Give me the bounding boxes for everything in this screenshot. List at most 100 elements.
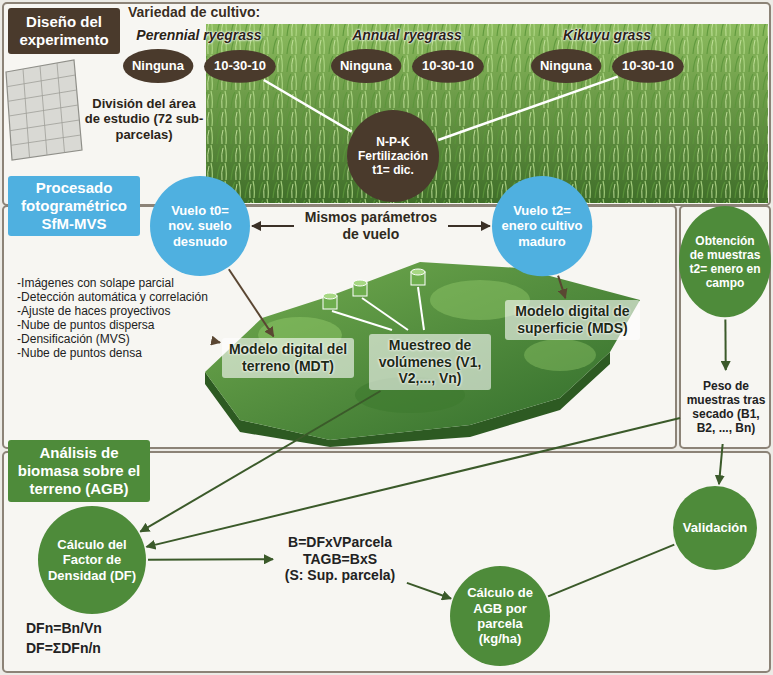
cylinder-top bbox=[353, 280, 367, 286]
terrain-hill bbox=[524, 339, 596, 371]
circle-fill bbox=[412, 50, 484, 83]
node-text: -Ajuste de haces proyectivos bbox=[17, 304, 208, 318]
text-group: Cálculo de AGB por parcela(kg/ha) bbox=[455, 585, 545, 646]
node-text: B=DFxVParcela bbox=[285, 534, 395, 551]
text-group: Análisis de biomasa sobre el terreno (AG… bbox=[13, 444, 145, 497]
validation-circle: Validación bbox=[673, 486, 757, 570]
text-group: Ninguna bbox=[340, 58, 392, 73]
node-text: Procesado fotogramétrico SfM-MVS bbox=[12, 179, 136, 232]
variety-name: Kikuyu grass bbox=[527, 27, 687, 44]
text-group: Muestreo de volúmenes (V1, V2,..., Vn) bbox=[372, 337, 488, 387]
node-text: Obtención de muestras t2= enero en campo bbox=[687, 234, 763, 291]
connector bbox=[229, 269, 274, 336]
variety-name: Annual ryegrass bbox=[327, 27, 487, 44]
circle-fill bbox=[450, 566, 550, 666]
grass-photo bbox=[206, 24, 768, 203]
node-text: -Nube de puntos densa bbox=[17, 346, 208, 360]
text-group: Ninguna bbox=[540, 58, 592, 73]
text-group: -Imágenes con solape parcial-Detección a… bbox=[17, 276, 208, 361]
text-group: 10-30-10 bbox=[422, 58, 474, 73]
connector bbox=[148, 558, 273, 561]
plot-grid-lines bbox=[7, 63, 81, 158]
node-text: -Imágenes con solape parcial bbox=[17, 276, 208, 290]
circle-fill bbox=[38, 506, 146, 614]
text-group: Peso de muestras tras secado (B1, B2, ..… bbox=[686, 379, 766, 436]
node-text: (kg/ha) bbox=[455, 631, 545, 646]
circle-fill bbox=[612, 50, 684, 83]
node-text: Modelo digital de superficie (MDS) bbox=[509, 303, 637, 336]
model-label: Modelo digital de superficie (MDS) bbox=[505, 300, 640, 340]
panel-frame bbox=[3, 3, 770, 205]
area-label: División del área de estudio (72 sub-par… bbox=[84, 96, 204, 142]
text-group: Procesado fotogramétrico SfM-MVS bbox=[12, 179, 136, 232]
connector bbox=[438, 77, 617, 140]
grid-line bbox=[11, 135, 81, 145]
sampling-circle: Obtención de muestras t2= enero en campo bbox=[679, 206, 771, 317]
analysis-header: Análisis de biomasa sobre el terreno (AG… bbox=[8, 440, 150, 502]
node-text: -Nube de puntos dispersa bbox=[17, 318, 208, 332]
text-group: Cálculo del Factor de Densidad (DF) bbox=[42, 537, 142, 583]
node-text: N-P-K Fertilización t1= dic. bbox=[350, 135, 436, 177]
treatment-circle: 10-30-10 bbox=[612, 50, 684, 83]
node-text: 10-30-10 bbox=[214, 58, 266, 73]
panel-frame bbox=[680, 206, 770, 448]
text-group: 10-30-10 bbox=[214, 58, 266, 73]
density-circle: Cálculo del Factor de Densidad (DF) bbox=[38, 506, 146, 614]
sample-cylinder bbox=[323, 293, 337, 309]
treatment-circle: Ninguna bbox=[123, 49, 193, 83]
node-text: Ninguna bbox=[340, 58, 392, 73]
cylinder-top bbox=[323, 293, 337, 299]
model-label: Modelo digital del terreno (MDT) bbox=[222, 338, 354, 378]
circle-fill bbox=[204, 50, 276, 83]
sample-cylinder bbox=[353, 280, 367, 296]
flight-circle: Vuelo t2= enero cultivo maduro bbox=[492, 176, 592, 276]
edge-label: Mismos parámetros de vuelo bbox=[294, 208, 448, 243]
variety-name: Perennial ryegrass bbox=[119, 27, 279, 44]
text-group: Diseño del experimento bbox=[12, 13, 116, 48]
process-header: Procesado fotogramétrico SfM-MVS bbox=[8, 176, 140, 236]
text-group: N-P-K Fertilización t1= dic. bbox=[350, 135, 436, 177]
text-group: Obtención de muestras t2= enero en campo bbox=[687, 234, 763, 291]
circle-fill bbox=[492, 176, 592, 276]
text-group: Modelo digital del terreno (MDT) bbox=[225, 341, 351, 374]
circle-fill bbox=[123, 49, 193, 83]
circle-fill bbox=[679, 206, 771, 317]
grass-texture bbox=[206, 24, 768, 203]
section-label: Variedad de cultivo: bbox=[128, 4, 348, 21]
connector bbox=[548, 545, 674, 597]
leader-line bbox=[362, 298, 408, 330]
treatment-circle: Ninguna bbox=[531, 49, 601, 83]
formula-text: DF=ΣDFn/n bbox=[26, 640, 146, 657]
circle-fill bbox=[531, 49, 601, 83]
cylinder-top bbox=[411, 269, 425, 275]
node-text: Vuelo t0= nov. suelo desnudo bbox=[158, 203, 242, 249]
formula-block: B=DFxVParcelaTAGB=BxS(S: Sup. parcela) bbox=[275, 528, 405, 590]
circle-fill bbox=[150, 176, 250, 276]
connector bbox=[719, 444, 723, 484]
treatment-circle: Ninguna bbox=[331, 49, 401, 83]
formula-text: DFn=Bn/Vn bbox=[26, 620, 146, 637]
text-group: 10-30-10 bbox=[622, 58, 674, 73]
grid-line bbox=[9, 105, 78, 116]
connector bbox=[558, 276, 565, 299]
text-group: Vuelo t0= nov. suelo desnudo bbox=[158, 203, 242, 249]
node-text: -Densificación (MVS) bbox=[17, 332, 208, 346]
text-group: Modelo digital de superficie (MDS) bbox=[509, 303, 637, 336]
node-text: Cálculo de AGB por parcela bbox=[455, 585, 545, 631]
flight-circle: Vuelo t0= nov. suelo desnudo bbox=[150, 176, 250, 276]
node-text: Ninguna bbox=[540, 58, 592, 73]
circle-fill bbox=[331, 49, 401, 83]
leader-line bbox=[418, 287, 424, 330]
leader-line bbox=[332, 311, 392, 330]
treatment-circle: 10-30-10 bbox=[412, 50, 484, 83]
connector bbox=[264, 80, 352, 132]
node-text: Diseño del experimento bbox=[12, 13, 116, 48]
volume-label: Muestreo de volúmenes (V1, V2,..., Vn) bbox=[369, 334, 491, 390]
connector bbox=[724, 320, 726, 370]
text-group: Validación bbox=[683, 520, 747, 535]
node-text: Ninguna bbox=[132, 58, 184, 73]
sample-cylinder bbox=[411, 269, 425, 285]
weight-label: Peso de muestras tras secado (B1, B2, ..… bbox=[682, 372, 770, 442]
node-text: Peso de muestras tras secado (B1, B2, ..… bbox=[686, 379, 766, 436]
